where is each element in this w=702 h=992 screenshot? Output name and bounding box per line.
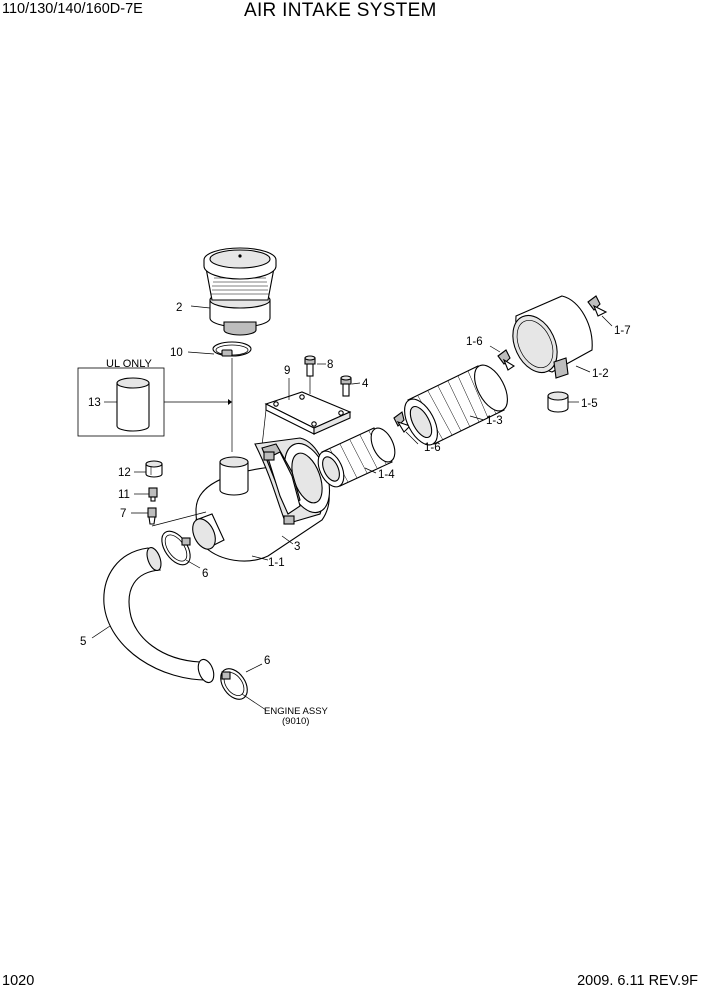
- main-filter-1-3[interactable]: [398, 360, 514, 450]
- page-number: 1020: [2, 973, 35, 989]
- clamp-6-upper[interactable]: [156, 526, 196, 570]
- callout-1-2: 1-2: [592, 368, 609, 380]
- bolt-8[interactable]: [304, 355, 316, 377]
- callout-8: 8: [327, 359, 333, 371]
- callout-1-5: 1-5: [581, 398, 598, 410]
- callout-2: 2: [176, 302, 182, 314]
- callout-10: 10: [170, 347, 183, 359]
- callout-4: 4: [362, 378, 369, 390]
- ul-only-label: UL ONLY: [106, 358, 153, 370]
- callout-5: 5: [80, 636, 86, 648]
- model-number: 110/130/140/160D-7E: [2, 1, 143, 17]
- callout-3: 3: [294, 541, 300, 553]
- callout-1-1: 1-1: [268, 557, 285, 569]
- wing-nut-1-6-upper[interactable]: [497, 349, 516, 371]
- engine-assy-note: ENGINE ASSY: [264, 706, 329, 717]
- wing-nut-1-6-lower[interactable]: [393, 411, 412, 433]
- clamp-6-lower[interactable]: [215, 664, 253, 704]
- callout-6-lower: 6: [264, 655, 270, 667]
- callout-1-6-lower: 1-6: [424, 442, 441, 454]
- bolt-4[interactable]: [340, 375, 352, 397]
- cover-1-2[interactable]: [504, 295, 593, 380]
- hose-13[interactable]: [116, 377, 150, 432]
- rubber-hose-5[interactable]: [103, 546, 217, 685]
- wing-nut-1-7[interactable]: [587, 295, 608, 317]
- valve-1-5[interactable]: [547, 391, 569, 413]
- precleaner-cap[interactable]: [203, 247, 277, 336]
- callout-1-3: 1-3: [486, 415, 503, 427]
- inner-filter-1-4[interactable]: [313, 424, 400, 490]
- callout-1-4: 1-4: [378, 469, 395, 481]
- callout-6-upper: 6: [202, 568, 208, 580]
- engine-assy-ref: (9010): [282, 716, 309, 727]
- callout-9: 9: [284, 365, 290, 377]
- adapter-11[interactable]: [148, 487, 158, 502]
- callout-12: 12: [118, 467, 131, 479]
- callout-11: 11: [118, 489, 130, 501]
- page-title: AIR INTAKE SYSTEM: [244, 0, 437, 21]
- restriction-indicator-12[interactable]: [145, 460, 163, 478]
- callout-13: 13: [88, 397, 101, 409]
- callout-7: 7: [120, 508, 126, 520]
- fitting-7[interactable]: [147, 507, 157, 525]
- revision-date: 2009. 6.11 REV.9F: [577, 973, 698, 989]
- mounting-bracket-9[interactable]: [264, 391, 352, 435]
- clamp-10[interactable]: [212, 341, 252, 357]
- callout-1-6-upper: 1-6: [466, 336, 483, 348]
- air-cleaner-housing[interactable]: [188, 437, 338, 562]
- callout-1-7: 1-7: [614, 325, 631, 337]
